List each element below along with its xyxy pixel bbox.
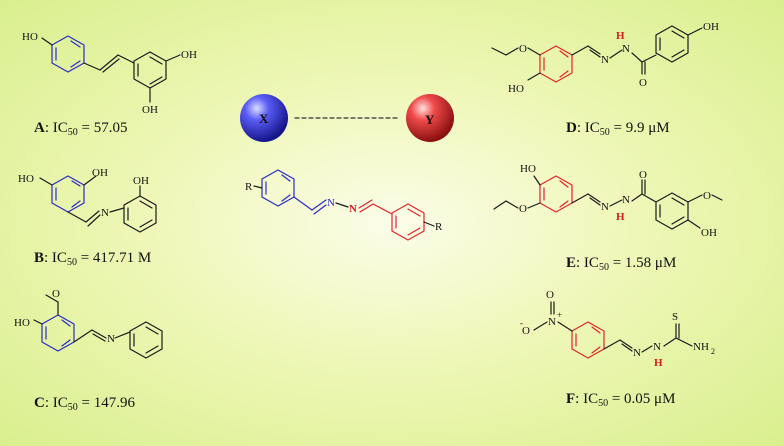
atom-label: R bbox=[435, 221, 443, 233]
atom-label: OH bbox=[701, 227, 717, 239]
atom-label: O bbox=[639, 77, 647, 89]
atom-label: N bbox=[601, 54, 609, 66]
atom-label: N bbox=[107, 333, 115, 345]
caption-f: F: IC50 = 0.05 μM bbox=[566, 391, 676, 409]
atom-label: 2 bbox=[711, 347, 715, 356]
atom-label: HO bbox=[14, 317, 30, 329]
atom-label: O bbox=[519, 203, 527, 215]
atom-label: O bbox=[519, 43, 527, 55]
atom-label: N bbox=[101, 207, 109, 219]
atom-label: N bbox=[622, 194, 630, 206]
ball-y bbox=[406, 94, 454, 142]
center-schematic: X Y bbox=[240, 94, 454, 142]
caption-d: D: IC50 = 9.9 μM bbox=[566, 120, 670, 138]
atom-label: OH bbox=[703, 21, 719, 33]
atom-label: S bbox=[672, 311, 678, 323]
atom-label: OH bbox=[133, 175, 149, 187]
atom-label: HO bbox=[22, 31, 38, 43]
atom-label: O bbox=[703, 190, 711, 202]
central-scaffold-structure: R N N R bbox=[245, 169, 443, 241]
ball-y-label: Y bbox=[425, 112, 435, 127]
caption-b: B: IC50 = 417.71 M bbox=[34, 250, 152, 268]
atom-label: HO bbox=[508, 83, 524, 95]
atom-label: O bbox=[546, 289, 554, 301]
atom-label: N bbox=[622, 43, 630, 55]
compound-a-structure: HO OH OH bbox=[22, 31, 197, 116]
compound-e-structure: HO O N N H O O OH bbox=[493, 163, 723, 239]
atom-label: H bbox=[654, 357, 663, 369]
atom-label: NH bbox=[693, 341, 709, 353]
caption-c: C: IC50 = 147.96 bbox=[34, 395, 135, 413]
atom-label: - bbox=[520, 318, 523, 328]
atom-label: N bbox=[349, 203, 357, 215]
compound-b-structure: HO OH N OH bbox=[18, 167, 157, 233]
compound-f-structure: O O - N + N N H S NH 2 bbox=[520, 289, 715, 369]
atom-label: OH bbox=[92, 167, 108, 179]
caption-e: E: IC50 = 1.58 μM bbox=[566, 255, 677, 273]
atom-label: O bbox=[522, 325, 530, 337]
atom-label: OH bbox=[181, 49, 197, 61]
atom-label: O bbox=[52, 288, 60, 300]
atom-label: N bbox=[653, 341, 661, 353]
atom-label: H bbox=[616, 30, 625, 42]
compound-d-structure: O HO N N H O OH bbox=[491, 21, 719, 95]
caption-a: A: IC50 = 57.05 bbox=[34, 120, 128, 138]
atom-label: N bbox=[633, 347, 641, 359]
atom-label: HO bbox=[520, 163, 536, 175]
atom-label: R bbox=[245, 181, 253, 193]
ball-x-label: X bbox=[259, 111, 269, 126]
compound-c-structure: O HO N bbox=[14, 288, 163, 359]
atom-label: OH bbox=[142, 104, 158, 116]
atom-label: HO bbox=[18, 173, 34, 185]
atom-label: N bbox=[548, 316, 556, 328]
atom-label: O bbox=[639, 169, 647, 181]
atom-label: + bbox=[557, 310, 562, 320]
atom-label: N bbox=[601, 201, 609, 213]
atom-label: N bbox=[327, 197, 335, 209]
ball-x bbox=[240, 94, 288, 142]
atom-label: H bbox=[616, 211, 625, 223]
